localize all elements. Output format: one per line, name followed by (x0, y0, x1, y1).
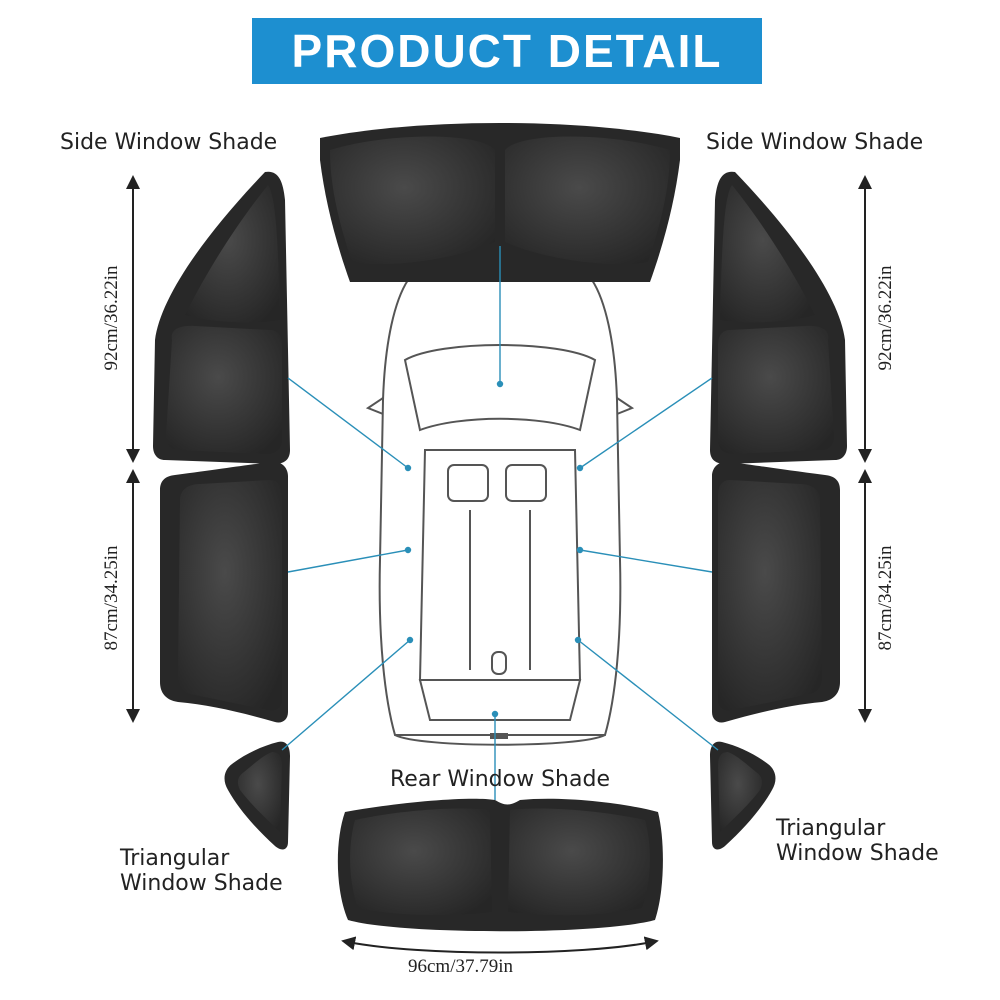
dim-rear-width: 96cm/37.79in (408, 956, 514, 977)
right-rear-side-shade (712, 462, 840, 723)
rear-light (490, 733, 508, 739)
label-triangular-left: Triangular Window Shade (120, 846, 283, 896)
left-triangular-shade (224, 741, 290, 850)
dim-rear-side-right: 87cm/34.25in (875, 545, 896, 651)
dim-front-side-left: 92cm/36.22in (101, 265, 122, 371)
left-front-side-shade (153, 171, 290, 464)
rear-window-shade (337, 798, 663, 932)
dim-front-side-right: 92cm/36.22in (875, 265, 896, 371)
label-side-window-left: Side Window Shade (60, 130, 278, 155)
label-rear-window: Rear Window Shade (390, 767, 610, 792)
right-front-side-shade (710, 171, 847, 464)
leader-lines (281, 246, 719, 800)
dimension-arrows (126, 175, 872, 954)
label-side-window-right: Side Window Shade (706, 130, 924, 155)
windshield-shade (320, 123, 680, 282)
product-detail-banner: PRODUCT DETAIL (252, 18, 762, 84)
label-triangular-right: Triangular Window Shade (776, 816, 939, 866)
car-outline (365, 279, 635, 746)
banner-title: PRODUCT DETAIL (291, 25, 723, 77)
dim-rear-side-left: 87cm/34.25in (101, 545, 122, 651)
right-triangular-shade (710, 741, 776, 850)
left-rear-side-shade (160, 462, 288, 723)
